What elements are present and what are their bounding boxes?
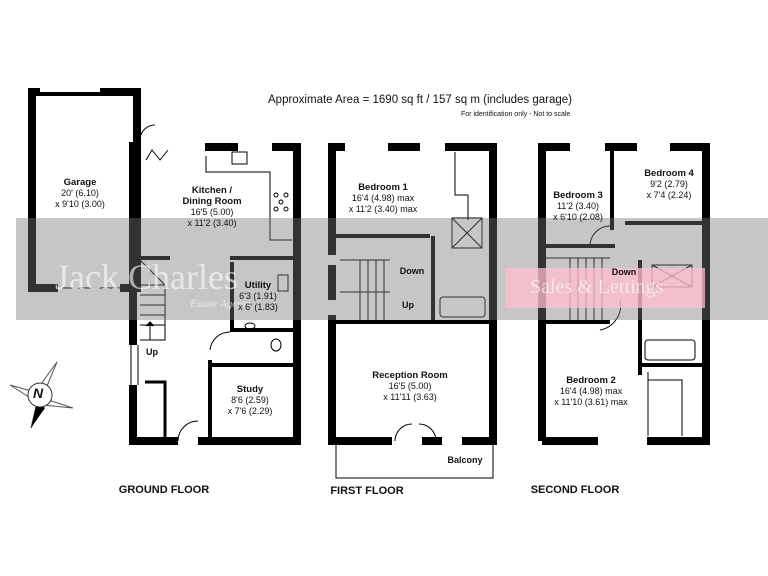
ground-floor-walls xyxy=(28,88,301,445)
floor-name-second: SECOND FLOOR xyxy=(530,484,620,496)
watermark-brand: Jack Charles xyxy=(55,257,238,297)
stairs-down-label: Down xyxy=(399,266,425,276)
stairs-up-label: Up xyxy=(402,300,414,310)
first-floor-walls xyxy=(328,143,497,445)
floor-name-first: FIRST FLOOR xyxy=(330,485,404,497)
watermark-sub: Estate Agents xyxy=(190,298,250,310)
watermark-pink-box xyxy=(505,268,705,308)
area-heading: Approximate Area = 1690 sq ft / 157 sq m… xyxy=(268,94,572,106)
floor-name-ground: GROUND FLOOR xyxy=(118,484,210,496)
north-compass-icon xyxy=(9,361,74,429)
watermark-tagline: Sales & Lettings xyxy=(530,276,664,298)
stairs-down-label: Down xyxy=(611,267,637,277)
balcony-label: Balcony xyxy=(447,455,483,465)
first-floor-fixtures xyxy=(335,152,494,479)
disclaimer: For identification only - Not to scale xyxy=(461,111,571,118)
compass-north-label: N xyxy=(33,385,44,401)
ground-floor-fixtures xyxy=(40,88,292,442)
stairs-up-label: Up xyxy=(146,347,158,357)
